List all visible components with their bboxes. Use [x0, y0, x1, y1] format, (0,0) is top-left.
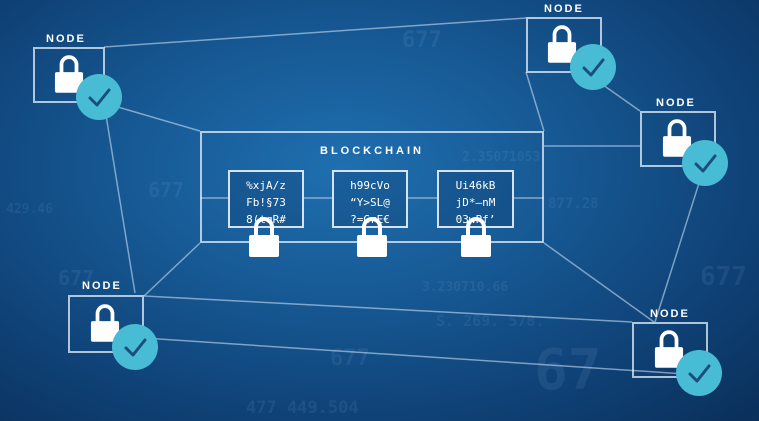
background-number: 677: [402, 28, 442, 53]
node-label: NODE: [650, 308, 690, 320]
verified-badge: [76, 74, 122, 120]
verified-badge: [682, 140, 728, 186]
padlock-icon: [54, 55, 84, 93]
verified-badge: [676, 350, 722, 396]
padlock-icon: [357, 217, 387, 257]
checkmark-icon: [88, 88, 111, 107]
node-label: NODE: [544, 3, 584, 15]
block-3-line-1: Ui46kB: [455, 179, 496, 192]
node-bottom-left: [68, 295, 144, 353]
node-label: NODE: [656, 97, 696, 109]
blockchain-title: BLOCKCHAIN: [320, 145, 424, 157]
checkmark-icon: [694, 154, 717, 173]
padlock-icon: [654, 330, 684, 368]
block-2-line-1: h99cVo: [350, 179, 390, 192]
node-right: [640, 111, 716, 167]
block-1: %xjA/z Fb!§73 8(tqR#: [228, 170, 304, 228]
background-number: 429.46: [6, 202, 53, 217]
checkmark-icon: [124, 338, 147, 357]
block-2-line-2: “Y>SL@: [350, 196, 390, 209]
padlock-icon: [90, 304, 120, 342]
block-1-line-1: %xjA/z: [246, 179, 286, 192]
checkmark-icon: [688, 364, 711, 383]
background-number: 877.28: [548, 196, 599, 212]
block-3-line-2: jD*–nM: [455, 196, 496, 209]
padlock-icon: [249, 217, 279, 257]
background-number: 3.230710.66: [422, 280, 509, 295]
verified-badge: [112, 324, 158, 370]
background-number: 677: [700, 262, 747, 292]
padlock-icon: [461, 217, 491, 257]
background-number: 67: [534, 338, 602, 403]
background-number: 677: [148, 178, 185, 202]
padlock-icon: [547, 25, 577, 63]
block-1-line-2: Fb!§73: [246, 196, 286, 209]
verified-badge: [570, 44, 616, 90]
background-number: 477 449.504: [246, 398, 359, 418]
checkmark-icon: [582, 58, 605, 77]
background-number: 677: [58, 266, 95, 290]
node-label: NODE: [82, 280, 122, 292]
node-bottom-right: [632, 322, 708, 378]
node-label: NODE: [46, 33, 86, 45]
background-number: 2.35071053: [462, 150, 541, 165]
